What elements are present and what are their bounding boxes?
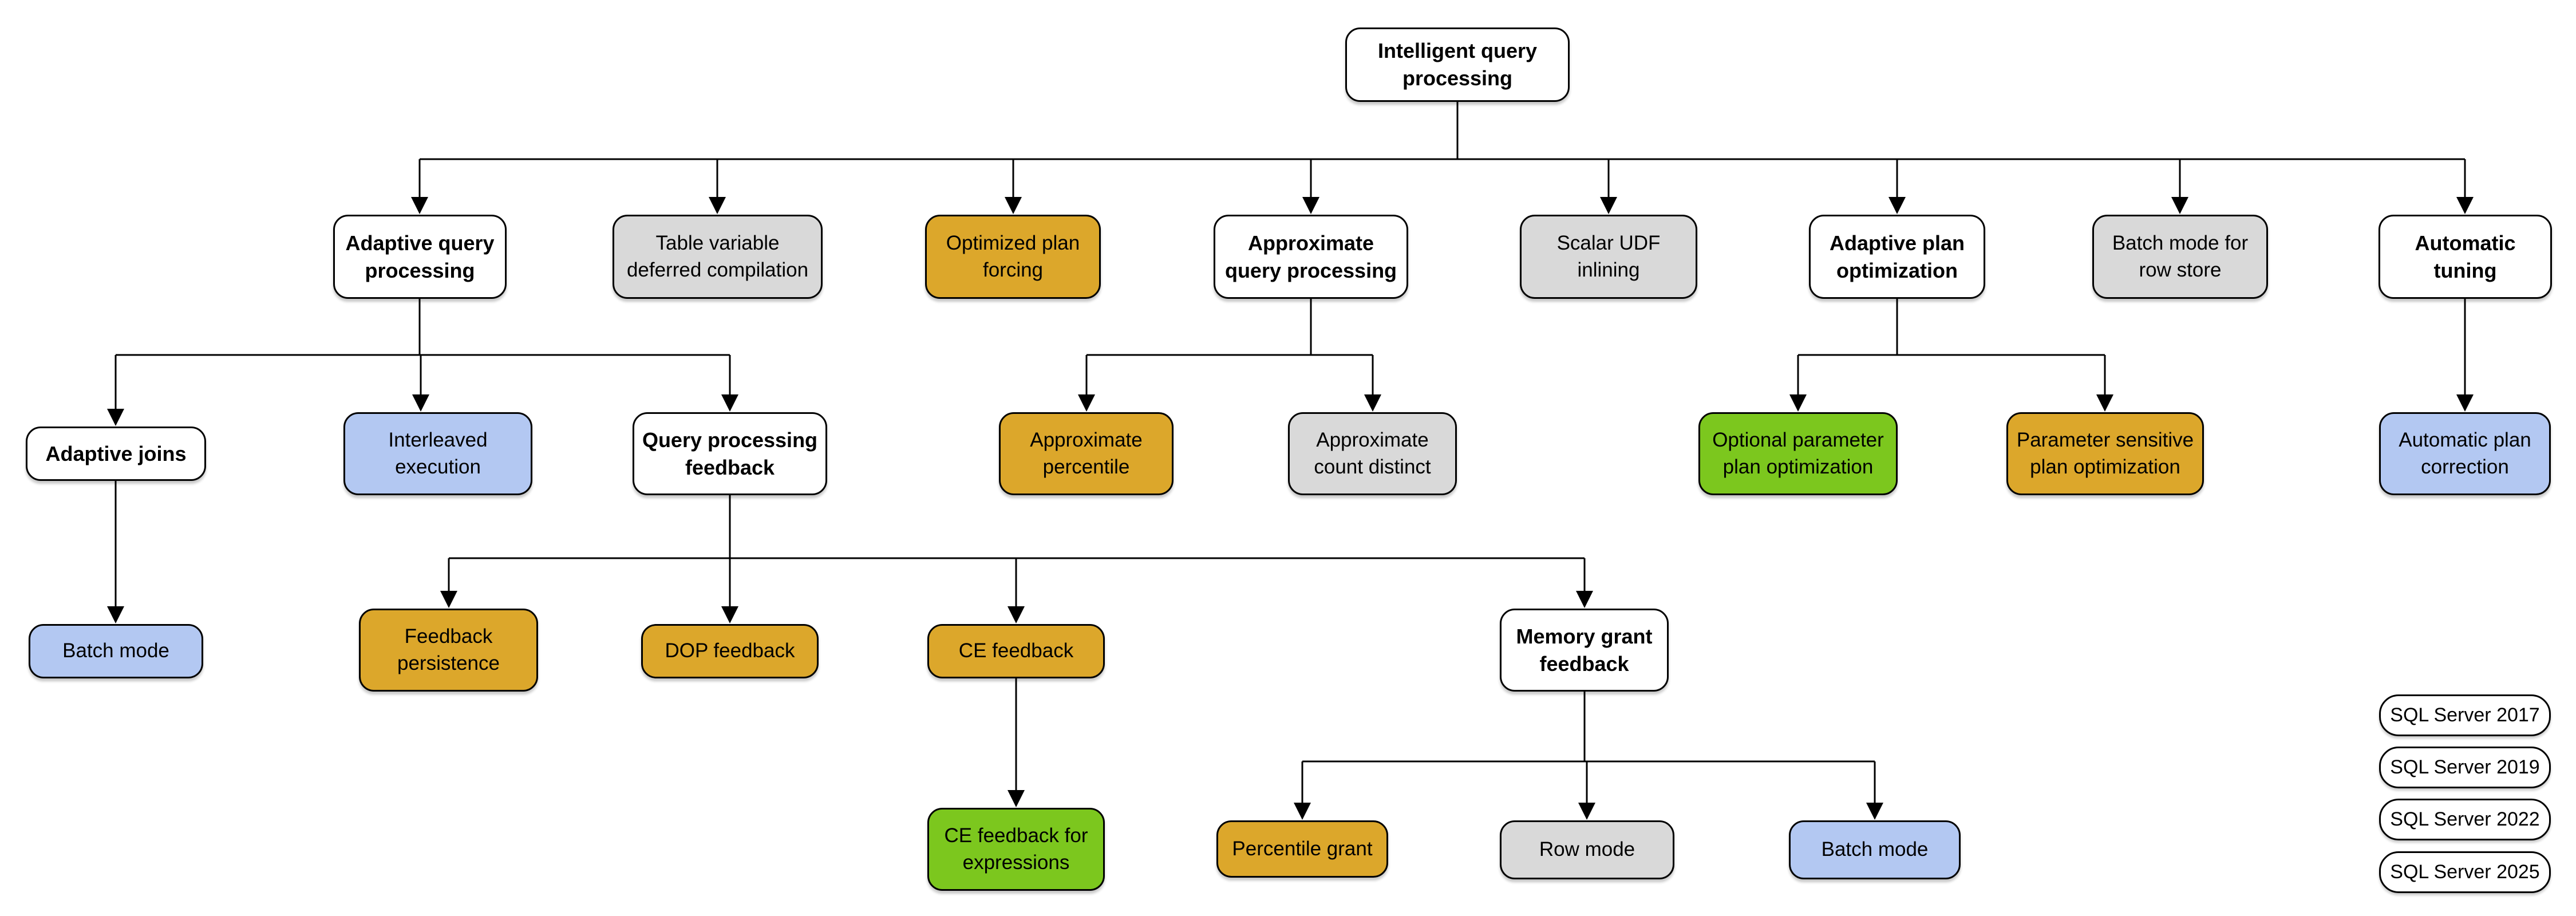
node-scalar-udf-inlining: Scalar UDF inlining bbox=[1520, 215, 1697, 299]
node-parameter-sensitive-plan-optimization: Parameter sensitive plan optimization bbox=[2006, 412, 2204, 495]
node-dop-feedback: DOP feedback bbox=[641, 624, 819, 678]
node-automatic-plan-correction: Automatic plan correction bbox=[2379, 412, 2551, 495]
legend-item-sql-server-2025: SQL Server 2025 bbox=[2379, 851, 2551, 893]
legend-item-sql-server-2019: SQL Server 2019 bbox=[2379, 747, 2551, 788]
node-optimized-plan-forcing: Optimized plan forcing bbox=[925, 215, 1101, 299]
node-intelligent-query-processing: Intelligent query processing bbox=[1345, 27, 1570, 102]
legend-item-sql-server-2017: SQL Server 2017 bbox=[2379, 694, 2551, 736]
node-optional-parameter-plan-optimization: Optional parameter plan optimization bbox=[1698, 412, 1898, 495]
node-automatic-tuning: Automatic tuning bbox=[2379, 215, 2552, 299]
node-table-variable-deferred-compilation: Table variable deferred compilation bbox=[613, 215, 823, 299]
node-row-mode: Row mode bbox=[1500, 820, 1674, 879]
node-adaptive-query-processing: Adaptive query processing bbox=[333, 215, 507, 299]
node-feedback-persistence: Feedback persistence bbox=[359, 609, 538, 692]
node-batch-mode-memory-grant: Batch mode bbox=[1789, 820, 1961, 879]
node-ce-feedback-for-expressions: CE feedback for expressions bbox=[927, 808, 1105, 891]
node-approximate-query-processing: Approximate query processing bbox=[1214, 215, 1408, 299]
legend-item-sql-server-2022: SQL Server 2022 bbox=[2379, 799, 2551, 840]
node-ce-feedback: CE feedback bbox=[927, 624, 1105, 678]
node-batch-mode-for-row-store: Batch mode for row store bbox=[2092, 215, 2268, 299]
node-approximate-percentile: Approximate percentile bbox=[999, 412, 1174, 495]
node-interleaved-execution: Interleaved execution bbox=[343, 412, 532, 495]
node-adaptive-plan-optimization: Adaptive plan optimization bbox=[1809, 215, 1985, 299]
node-memory-grant-feedback: Memory grant feedback bbox=[1500, 609, 1669, 692]
node-percentile-grant: Percentile grant bbox=[1216, 820, 1388, 878]
node-approximate-count-distinct: Approximate count distinct bbox=[1288, 412, 1457, 495]
node-query-processing-feedback: Query processing feedback bbox=[633, 412, 827, 495]
node-batch-mode-adaptive-joins: Batch mode bbox=[29, 624, 203, 678]
node-adaptive-joins: Adaptive joins bbox=[26, 427, 206, 481]
